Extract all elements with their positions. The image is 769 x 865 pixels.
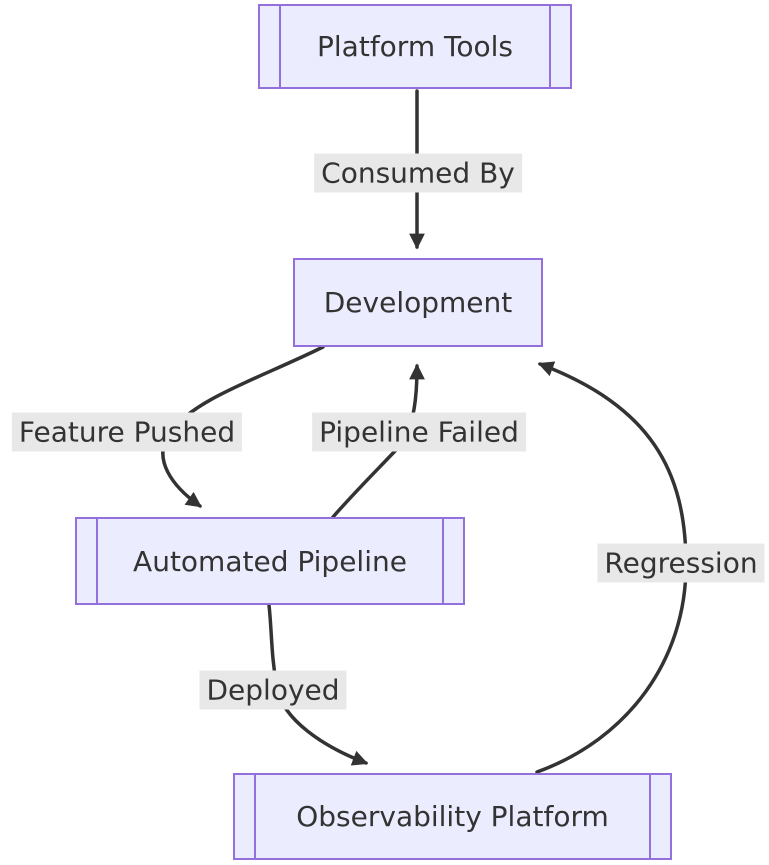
node-automated-pipeline: Automated Pipeline [75, 517, 465, 605]
node-label-observability-platform: Observability Platform [296, 800, 609, 833]
node-label-platform-tools: Platform Tools [317, 30, 513, 63]
edge-label-consumed-by: Consumed By [314, 153, 522, 193]
node-development: Development [293, 258, 543, 347]
node-observability-platform: Observability Platform [233, 773, 672, 860]
edge-label-feature-pushed: Feature Pushed [11, 412, 243, 452]
edge-label-pipeline-failed: Pipeline Failed [312, 412, 526, 452]
node-label-automated-pipeline: Automated Pipeline [133, 544, 407, 578]
edge-label-regression: Regression [597, 543, 765, 583]
node-label-development: Development [323, 286, 513, 319]
edge-label-deployed: Deployed [199, 670, 347, 710]
node-platform-tools: Platform Tools [258, 4, 572, 89]
